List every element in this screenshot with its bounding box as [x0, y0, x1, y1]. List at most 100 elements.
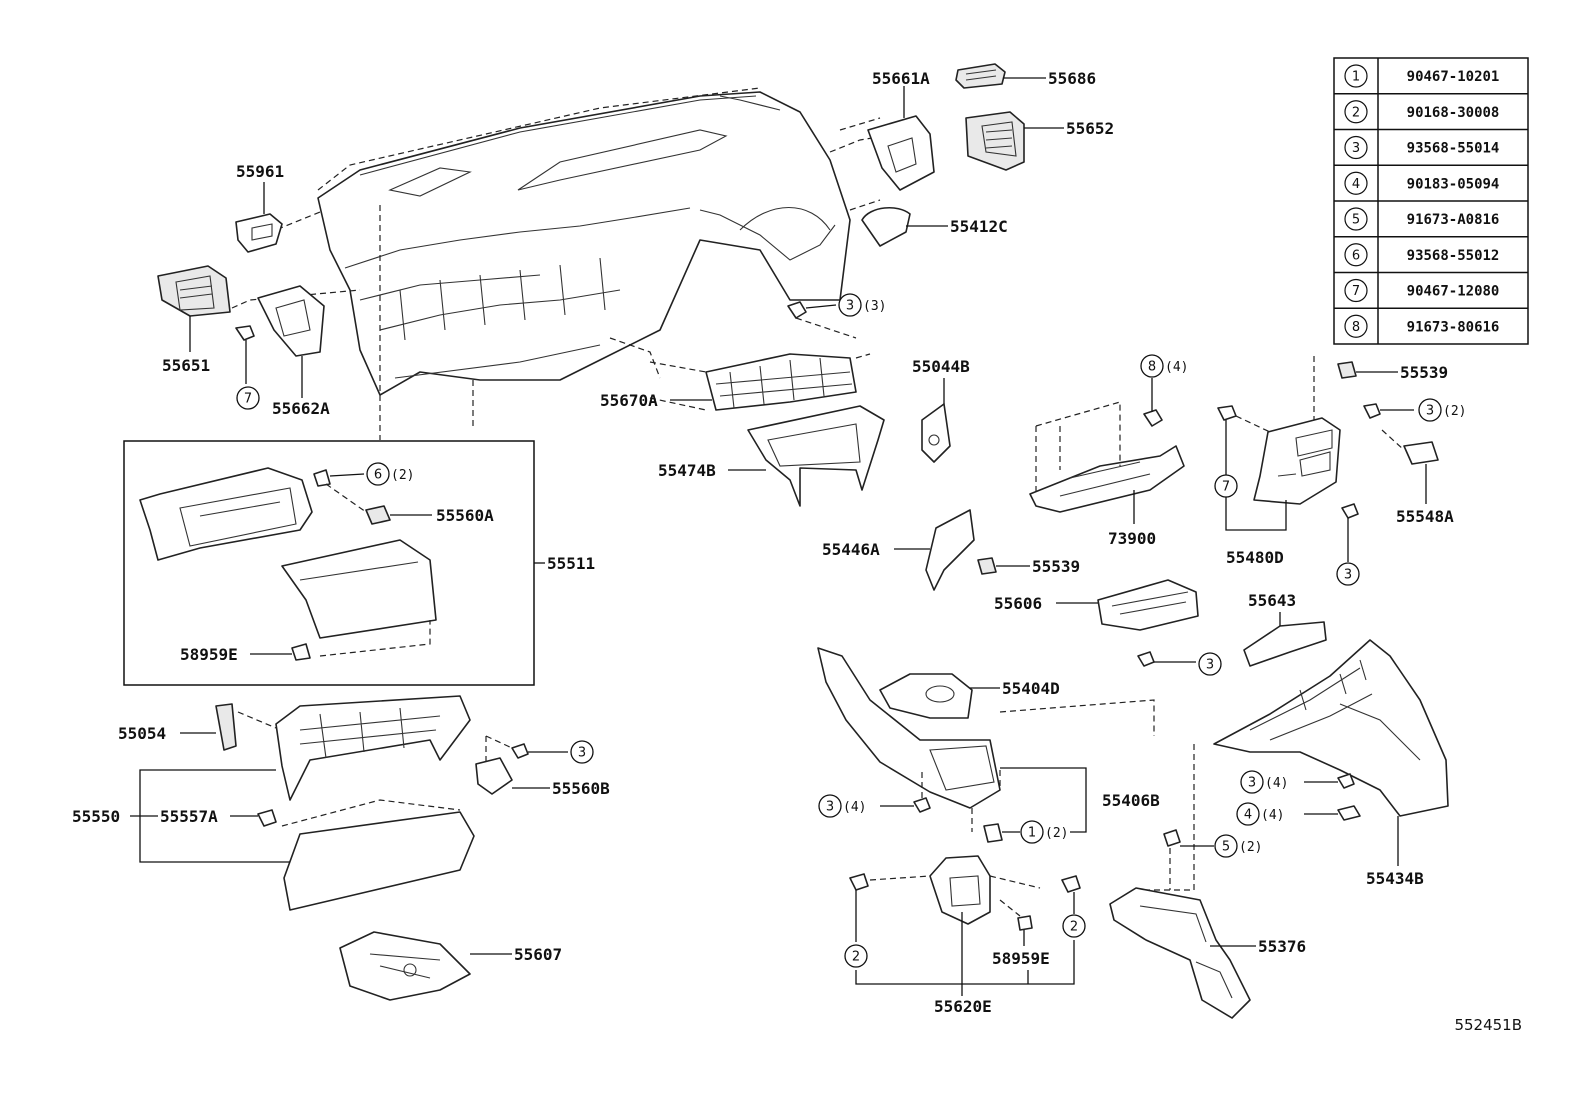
callout-quantity: (2) [391, 468, 414, 483]
part-label-55557A: 55557A [160, 807, 218, 826]
part-55686-drawing [955, 63, 1006, 89]
part-55643-drawing [1243, 621, 1327, 667]
callout: 6 (2) [366, 462, 414, 486]
instrument-panel-guide-lines [231, 87, 891, 440]
callout: 8 (4) [1140, 354, 1188, 378]
callout: 3 [570, 740, 594, 764]
part-55406B-drawing [817, 647, 1001, 809]
part-label-55560B: 55560B [552, 779, 610, 798]
callout: 3 [1336, 562, 1360, 586]
guide-line [237, 711, 461, 827]
part-label-55961: 55961 [236, 162, 284, 181]
callout: 3 (4) [818, 794, 866, 818]
legend-part-code: 93568-55014 [1407, 141, 1500, 157]
clip-58959E-drawing [1017, 915, 1033, 931]
callout-number: 3 [826, 800, 834, 815]
part-label-55670A: 55670A [600, 391, 658, 410]
callout-quantity: (2) [1239, 840, 1262, 855]
legend-circle-number: 6 [1352, 248, 1360, 263]
diagram-reference-code: 552451B [1454, 1016, 1522, 1034]
legend-circle-number: 1 [1352, 70, 1360, 85]
part-55412C-drawing [861, 207, 911, 247]
callout-quantity: (4) [843, 800, 866, 815]
part-label-55550: 55550 [72, 807, 120, 826]
guide-line [1235, 415, 1271, 433]
part-55670A-drawing [705, 353, 857, 411]
part-label-55662A: 55662A [272, 399, 330, 418]
part-55651-drawing [157, 265, 231, 317]
callout-number: 3 [1426, 404, 1434, 419]
callout: 1 (2) [1020, 820, 1068, 844]
legend-part-code: 93568-55012 [1407, 248, 1500, 264]
bolt-2-drawing [1061, 875, 1081, 893]
legend-circle-number: 7 [1352, 284, 1360, 299]
legend-table: 1 90467-10201 2 90168-30008 3 93568-5501… [1333, 57, 1529, 345]
part-label-55404D: 55404D [1002, 679, 1060, 698]
legend-row: 7 90467-12080 [1344, 278, 1500, 303]
legend-circle-number: 2 [1352, 105, 1360, 120]
part-label-55539: 55539 [1032, 557, 1080, 576]
callout: 4 (4) [1236, 802, 1284, 826]
bolt-2-drawing [849, 873, 869, 891]
part-55560B-drawing [475, 757, 513, 795]
callout-quantity: (3) [863, 299, 886, 314]
part-55620E-drawing [929, 855, 991, 925]
legend-part-code: 90467-10201 [1407, 69, 1500, 85]
part-55480D-drawing [1253, 417, 1341, 505]
legend-circle-number: 5 [1352, 213, 1360, 228]
callout-quantity: (4) [1165, 360, 1188, 375]
callout-number: 3 [1248, 776, 1256, 791]
part-label-55480D: 55480D [1226, 548, 1284, 567]
part-label-55560A: 55560A [436, 506, 494, 525]
instrument-panel-drawing [317, 91, 851, 396]
callout: 3 (3) [838, 293, 886, 317]
callout-number: 5 [1222, 840, 1230, 855]
part-55652-drawing [965, 111, 1025, 171]
callout: 5 (2) [1214, 834, 1262, 858]
guide-line [649, 353, 871, 411]
bolt-3-drawing [511, 743, 529, 759]
bolt-3-drawing [1337, 773, 1355, 789]
part-label-58959E: 58959E [992, 949, 1050, 968]
legend-row: 3 93568-55014 [1344, 135, 1500, 160]
part-label-55434B: 55434B [1366, 869, 1424, 888]
bolt-3-drawing [1137, 651, 1155, 667]
part-label-55446A: 55446A [822, 540, 880, 559]
legend-circle-number: 3 [1352, 141, 1360, 156]
part-55474B-drawing [747, 405, 885, 507]
callout: 2 [844, 944, 868, 968]
callout-quantity: (2) [1443, 404, 1466, 419]
legend-part-code: 90168-30008 [1407, 105, 1500, 121]
part-55539-drawing [1337, 361, 1357, 379]
callout-number: 3 [846, 299, 854, 314]
part-55404D-drawing [879, 673, 973, 719]
callout-number: 4 [1244, 808, 1252, 823]
part-55662A-drawing [257, 285, 325, 357]
legend-part-code: 90467-12080 [1407, 284, 1500, 300]
part-label-73900: 73900 [1108, 529, 1156, 548]
callout: 2 [1062, 914, 1086, 938]
legend-circle-number: 8 [1352, 320, 1360, 335]
part-label-55548A: 55548A [1396, 507, 1454, 526]
legend-row: 5 91673-A0816 [1344, 207, 1499, 231]
part-55606-drawing [1097, 579, 1199, 631]
part-label-55406B: 55406B [1102, 791, 1160, 810]
callout-number: 7 [1222, 480, 1230, 495]
callout-number: 1 [1028, 826, 1036, 841]
callout-quantity: (4) [1265, 776, 1288, 791]
bolt-3-drawing [913, 797, 931, 813]
guide-line [1138, 744, 1195, 891]
part-labels: 55661A 55686 55652 55961 55412C 55651 55… [72, 69, 1454, 1016]
legend-row: 8 91673-80616 [1344, 314, 1499, 338]
part-55961-drawing [235, 213, 283, 253]
part-55054-drawing [215, 703, 237, 751]
legend-row: 6 93568-55012 [1344, 243, 1500, 267]
guide-line [1381, 429, 1405, 451]
callout-number: 6 [374, 468, 382, 483]
bolt-3-drawing [1341, 503, 1359, 519]
part-label-58959E: 58959E [180, 645, 238, 664]
part-label-55474B: 55474B [658, 461, 716, 480]
guide-line [485, 735, 513, 762]
bolt-3-drawing [1363, 403, 1381, 419]
